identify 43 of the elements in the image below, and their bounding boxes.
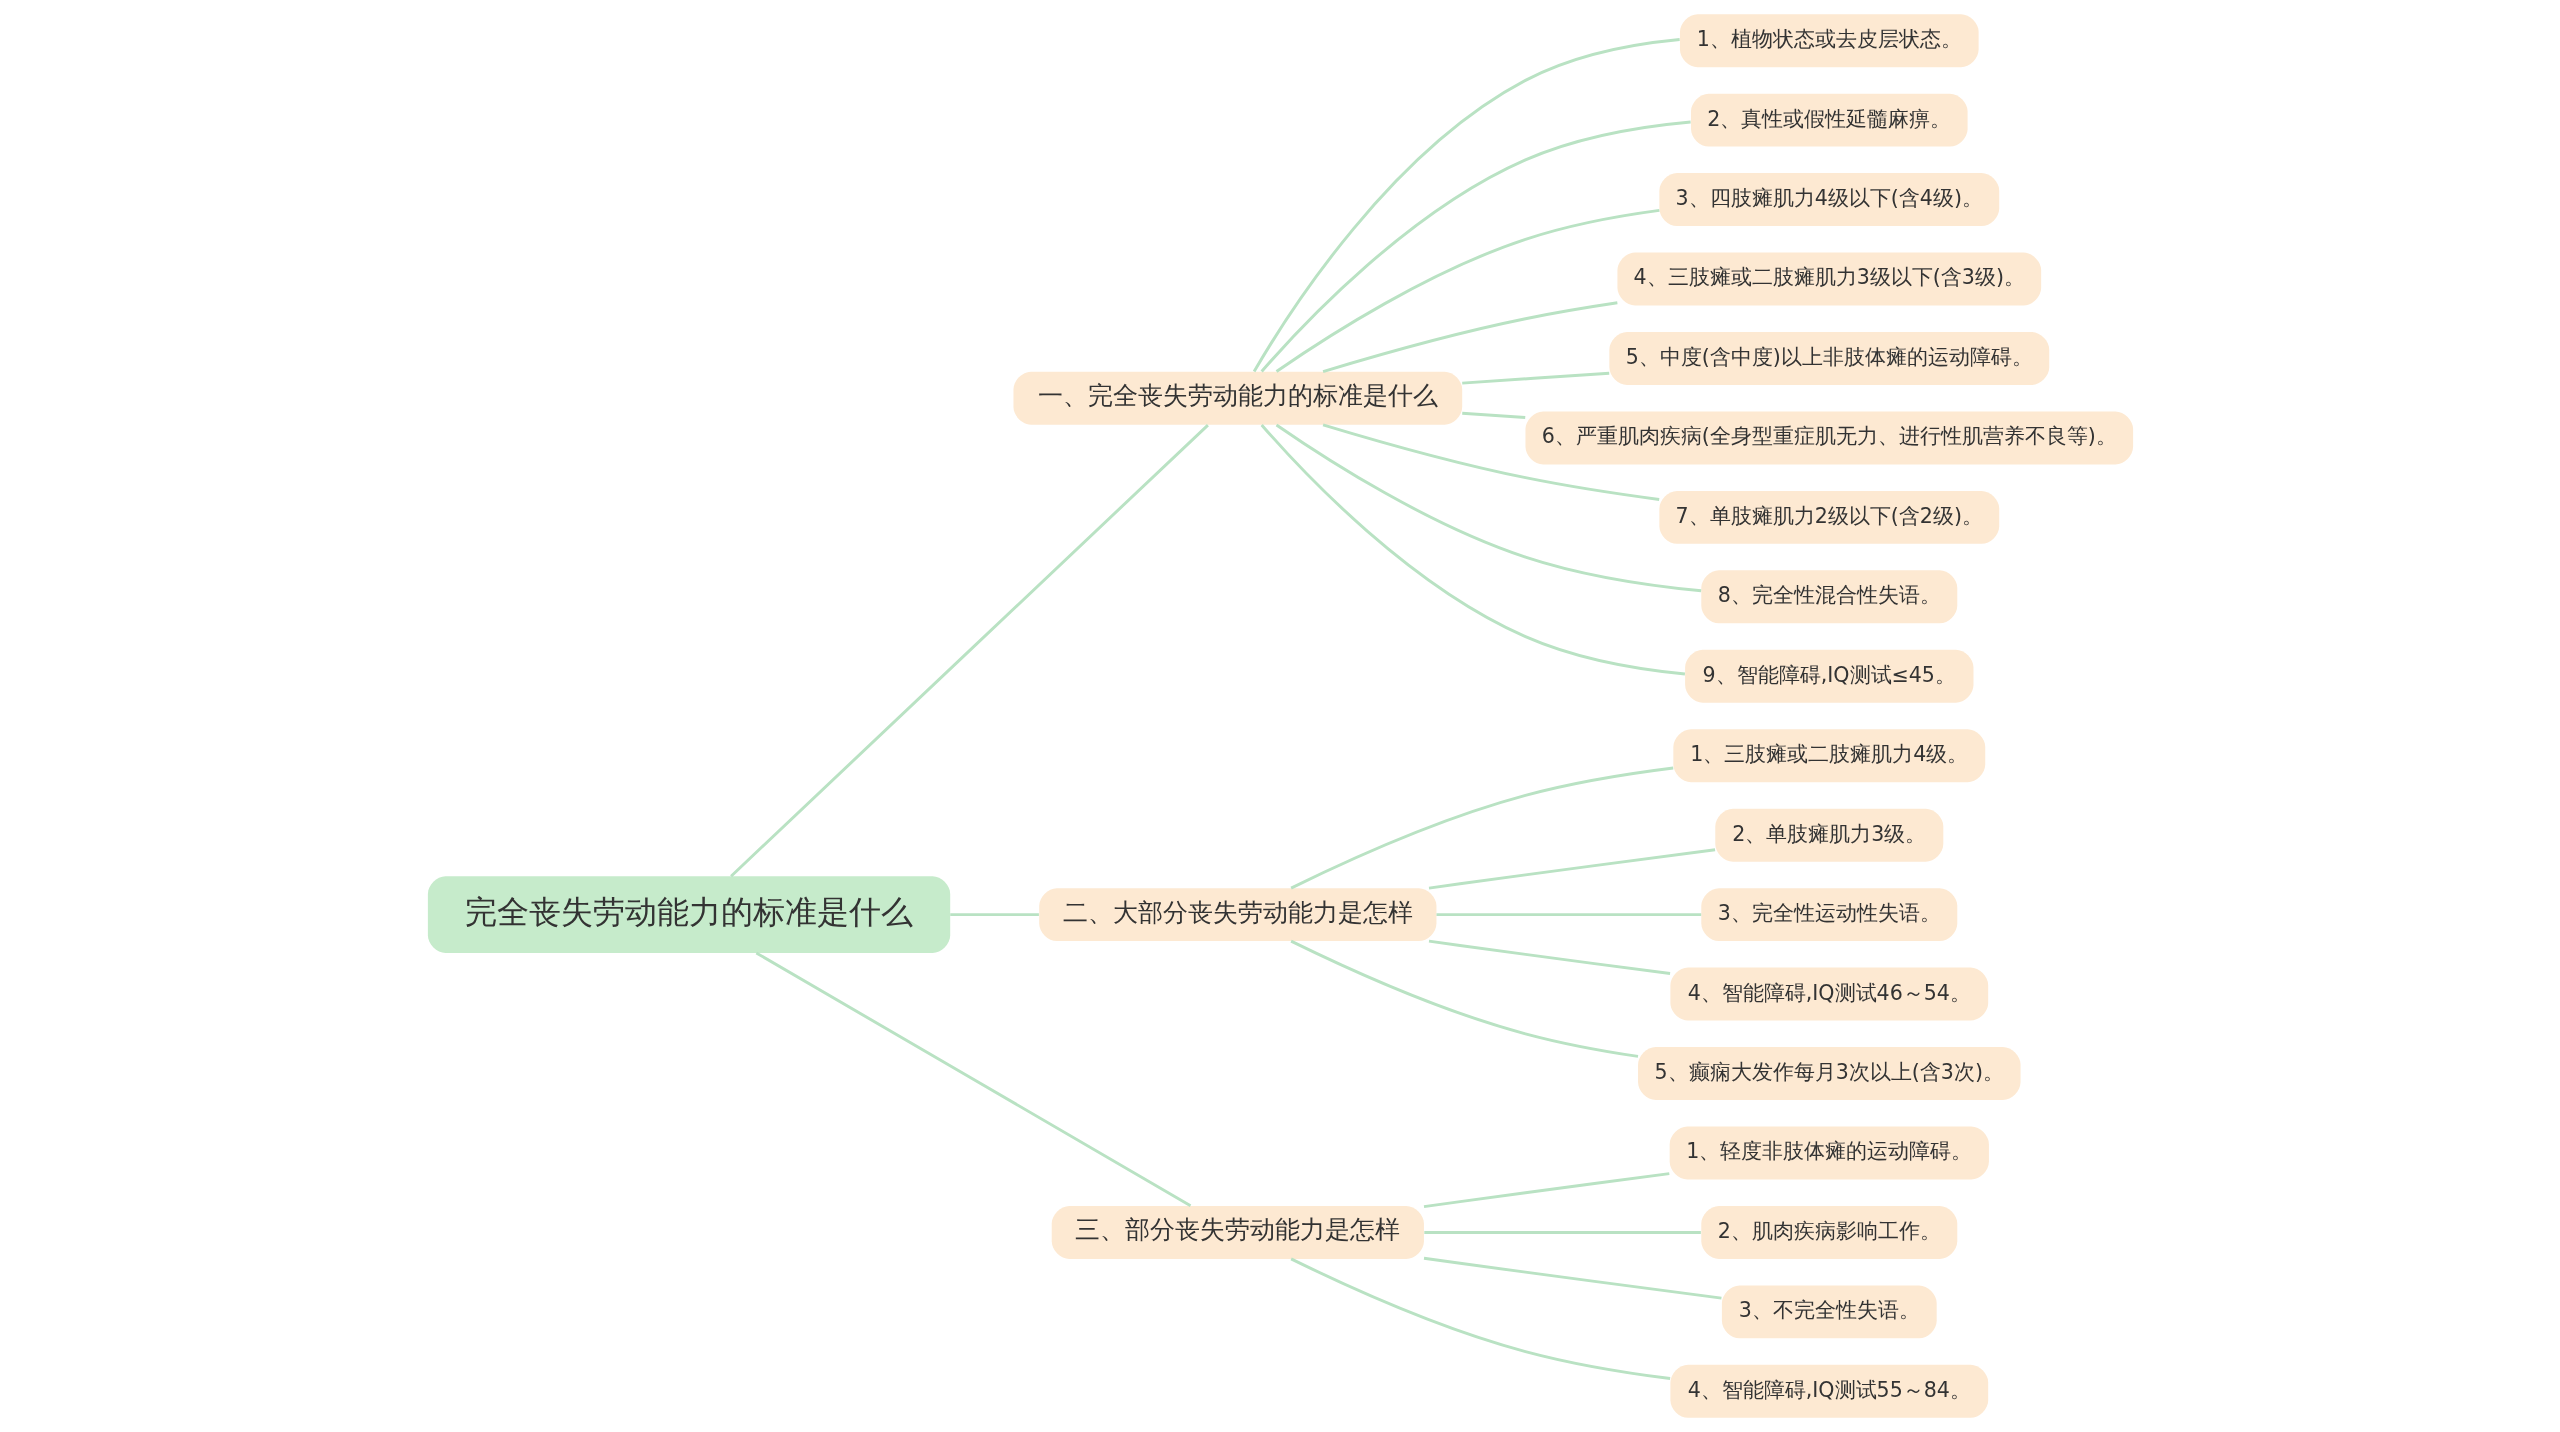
node-box: 4、智能障碍,IQ测试46～54。 [1669,967,1988,1021]
connector [1423,1172,1669,1209]
connector [1260,423,1685,676]
node-box: 1、植物状态或去皮层状态。 [1679,14,1979,68]
connector [1322,423,1659,501]
node-box: 1、三肢瘫或二肢瘫肌力4级。 [1672,729,1985,783]
node-box: 8、完全性混合性失语。 [1700,570,1957,624]
connector [1322,301,1618,373]
connector [1252,38,1680,373]
connector [1275,423,1701,593]
node-box: 4、智能障碍,IQ测试55～84。 [1669,1364,1988,1418]
node-box: 3、不完全性失语。 [1721,1285,1937,1339]
node-box: 二、大部分丧失劳动能力是怎样 [1038,888,1436,942]
node-box: 一、完全丧失劳动能力的标准是什么 [1012,371,1462,425]
node-box: 三、部分丧失劳动能力是怎样 [1051,1205,1424,1259]
connector [1289,939,1638,1058]
connector [1461,371,1609,385]
connector [1289,766,1673,890]
node-box: 3、四肢瘫肌力4级以下(含4级)。 [1658,173,1999,227]
connector [729,424,1209,878]
connector [1428,848,1715,890]
node-box: 2、真性或假性延髓麻痹。 [1690,93,1968,147]
node-box: 5、中度(含中度)以上非肢体瘫的运动障碍。 [1608,332,2049,385]
connector [1428,939,1670,975]
connector [1275,208,1660,373]
node-box: 2、肌肉疾病影响工作。 [1700,1205,1957,1259]
node-box: 9、智能障碍,IQ测试≤45。 [1684,649,1973,703]
connector [1289,1257,1670,1381]
node-box: 2、单肢瘫肌力3级。 [1714,808,1943,862]
connector [755,951,1191,1208]
node-box: 3、完全性运动性失语。 [1700,888,1957,942]
node-box: 6、严重肌肉疾病(全身型重症肌无力、进行性肌营养不良等)。 [1524,411,2133,465]
node-box: 完全丧失劳动能力的标准是什么 [427,876,950,953]
connector [1423,1230,1701,1234]
node-box: 1、轻度非肢体瘫的运动障碍。 [1669,1126,1989,1180]
connector [1423,1256,1722,1300]
connector [949,913,1039,917]
connector [1260,120,1691,373]
node-box: 5、癫痫大发作每月3次以上(含3次)。 [1637,1047,2021,1100]
node-box: 7、单肢瘫肌力2级以下(含2级)。 [1658,490,1999,544]
node-box: 4、三肢瘫或二肢瘫肌力3级以下(含3级)。 [1616,252,2041,306]
connector [1436,913,1701,917]
connector [1461,411,1525,419]
